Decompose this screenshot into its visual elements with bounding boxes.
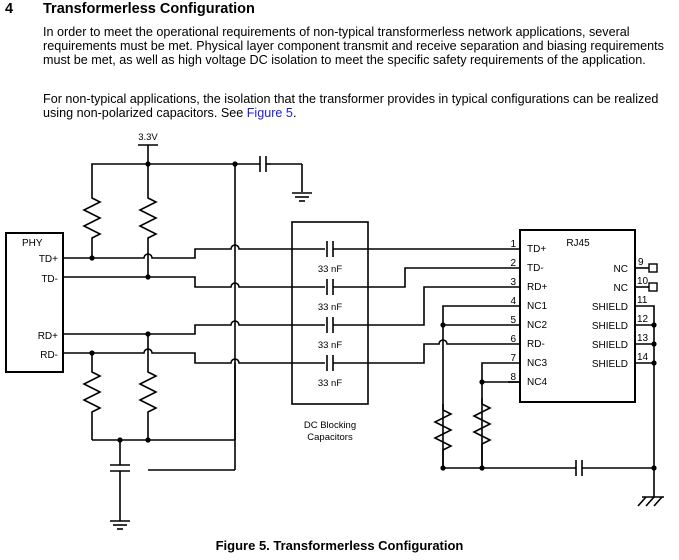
- bottom-bias-rail: [92, 363, 236, 521]
- trace-rj45-pin2: [333, 267, 520, 288]
- pin-number: 8: [510, 372, 516, 383]
- blocking-capacitor-1: [326, 241, 334, 257]
- top-filter-capacitor: [259, 156, 271, 172]
- phy-chip: [5, 232, 64, 373]
- blocking-capacitor-2: [326, 279, 334, 295]
- pin-name: NC2: [527, 320, 547, 331]
- section-title: Transformerless Configuration: [43, 1, 255, 17]
- pin-number: 7: [510, 353, 516, 364]
- resistor-pullup-td-minus: [138, 164, 158, 277]
- termination-rail: [443, 460, 654, 476]
- paragraph-period: .: [292, 106, 297, 121]
- figure-5-link[interactable]: Figure 5: [246, 106, 293, 121]
- rj45-title: RJ45: [566, 238, 590, 249]
- trace-rd-plus: [63, 320, 325, 335]
- pin-number: 11: [637, 295, 648, 306]
- pin-name: SHIELD: [592, 340, 628, 351]
- trace-rd-minus: [63, 348, 325, 364]
- pin-name: RD-: [527, 339, 545, 350]
- supply-label: 3.3V: [138, 132, 158, 143]
- pin-name: NC: [614, 264, 628, 275]
- pin-name: SHIELD: [592, 321, 628, 332]
- rj45-right-pins: NC 9 NC 10 SHIELD 11 SHIELD 12 SHIELD 13…: [592, 257, 649, 370]
- chassis-ground-icon: [637, 496, 664, 507]
- pin-number: 1: [510, 239, 516, 250]
- nc-pin-9-terminal: [635, 263, 658, 273]
- phy-pin-rd-minus: RD-: [40, 350, 58, 361]
- trace-td-plus: [63, 244, 325, 259]
- pin-name: NC1: [527, 301, 547, 312]
- pin-name: NC: [614, 283, 628, 294]
- pin-name: NC4: [527, 377, 547, 388]
- dc-blocking-capacitor-group: [291, 221, 369, 405]
- ground-icon: [292, 192, 312, 202]
- nc-pin-10-terminal: [635, 282, 658, 292]
- figure-caption: Figure 5. Transformerless Configuration: [215, 538, 464, 553]
- pin-number: 2: [510, 258, 516, 269]
- phy-title: PHY: [22, 238, 43, 249]
- trace-td-minus: [63, 276, 325, 288]
- pin-number: 12: [637, 314, 649, 325]
- pin-number: 9: [638, 257, 644, 268]
- pin-number: 10: [637, 276, 649, 287]
- pin-number: 6: [510, 334, 516, 345]
- blocking-capacitor-4: [326, 355, 334, 371]
- rj45-left-pins: 1 TD+ 2 TD- 3 RD+ 4 NC1 5 NC2 6 RD- 7 NC…: [510, 239, 547, 388]
- pin-name: SHIELD: [592, 302, 628, 313]
- pin-name: RD+: [527, 282, 547, 293]
- resistor-pullup-td-plus: [82, 193, 102, 258]
- resistor-pulldown-rd-minus: [82, 353, 102, 440]
- resistor-pulldown-rd-plus: [138, 334, 158, 440]
- cap-value-1: 33 nF: [318, 264, 342, 275]
- resistor-termination-1: [433, 404, 453, 468]
- pin-number: 5: [510, 315, 516, 326]
- junction-dots: [89, 161, 657, 471]
- ground-icon: [110, 520, 130, 530]
- cap-value-3: 33 nF: [318, 340, 342, 351]
- shield-bus: [635, 305, 655, 497]
- pin-name: NC3: [527, 358, 547, 369]
- cap-group-label-2: Capacitors: [307, 432, 353, 443]
- bias-bus: [148, 164, 236, 471]
- paragraph-figure-ref: For non-typical applications, the isolat…: [43, 92, 679, 120]
- cap-value-2: 33 nF: [318, 302, 342, 313]
- paragraph-text: For non-typical applications, the isolat…: [43, 92, 659, 121]
- pin-number: 4: [510, 296, 516, 307]
- pin-name: TD-: [527, 263, 544, 274]
- cap-group-label-1: DC Blocking: [304, 420, 356, 431]
- pin-number: 3: [510, 277, 516, 288]
- trace-rj45-nc1-nc2: [442, 305, 520, 468]
- pin-name: SHIELD: [592, 359, 628, 370]
- supply-symbol: [138, 144, 158, 164]
- pin-name: TD+: [527, 244, 546, 255]
- cap-value-4: 33 nF: [318, 378, 342, 389]
- resistor-termination-2: [472, 398, 492, 468]
- phy-pin-rd-plus: RD+: [38, 331, 58, 342]
- section-number: 4: [5, 1, 14, 17]
- pin-number: 13: [637, 333, 649, 344]
- phy-pin-td-plus: TD+: [39, 254, 58, 265]
- phy-pin-td-minus: TD-: [41, 274, 58, 285]
- pin-number: 14: [637, 352, 649, 363]
- trace-rj45-pin6: [333, 339, 520, 364]
- trace-rj45-pin3: [333, 286, 520, 326]
- rj45-connector: [519, 229, 636, 403]
- paragraph-intro: In order to meet the operational require…: [43, 25, 664, 68]
- blocking-capacitor-3: [326, 317, 334, 333]
- top-bias-rail: [91, 163, 303, 193]
